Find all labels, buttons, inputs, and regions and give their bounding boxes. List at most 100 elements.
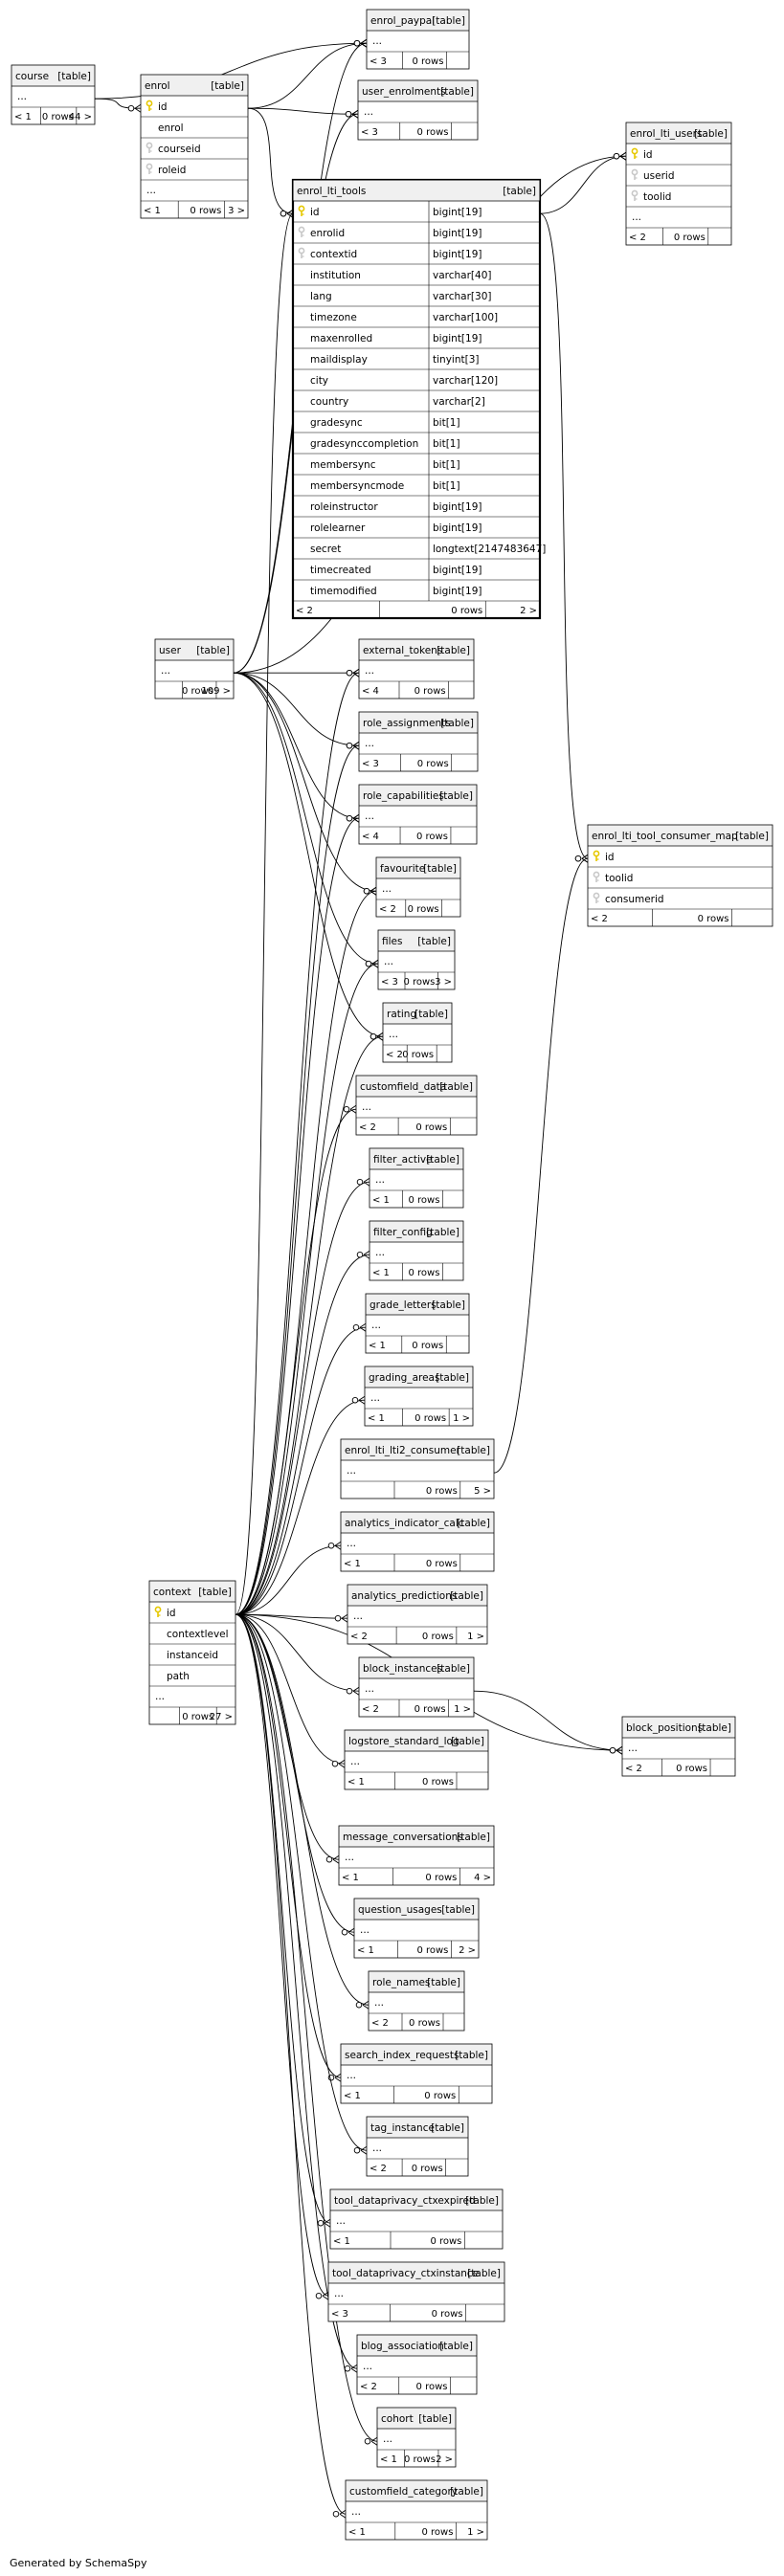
column-ellipsis: ... bbox=[17, 91, 27, 102]
table-tag: [table] bbox=[457, 1445, 490, 1456]
table-context[interactable]: context[table]idcontextlevelinstanceidpa… bbox=[148, 1580, 236, 1725]
table-title: grading_areas bbox=[369, 1372, 439, 1384]
stat-row-count: 0 rows bbox=[408, 904, 439, 915]
table-header-bg bbox=[345, 1730, 488, 1751]
column-ellipsis: ... bbox=[353, 1610, 363, 1622]
cardinality-marker bbox=[344, 2365, 351, 2372]
cardinality-marker bbox=[346, 814, 353, 822]
stat-row-count: 0 rows bbox=[402, 1050, 434, 1060]
table-header-bg bbox=[369, 1971, 464, 1992]
column-name: id bbox=[158, 101, 168, 113]
table-tag: [table] bbox=[457, 1832, 490, 1843]
stat-parents: < 2 bbox=[296, 606, 313, 616]
column-ellipsis: ... bbox=[365, 665, 374, 677]
column-ellipsis: ... bbox=[372, 35, 382, 47]
column-ellipsis: ... bbox=[334, 2288, 344, 2299]
relationship-context-to-logstore-standard-log bbox=[235, 1613, 346, 1765]
cardinality-marker bbox=[341, 1928, 348, 1936]
cardinality-marker bbox=[364, 2437, 371, 2445]
stat-row-count: 0 rows bbox=[430, 2236, 461, 2247]
table-tag: [table] bbox=[457, 1518, 490, 1529]
relationship-context-to-grade-letters bbox=[235, 1326, 367, 1615]
table-enrol-lti-tool-consumer-map[interactable]: enrol_lti_tool_consumer_map[table]idtool… bbox=[587, 824, 773, 927]
column-type: varchar[30] bbox=[433, 291, 491, 302]
table-tool-dataprivacy-ctxinstance[interactable]: tool_dataprivacy_ctxinstance[table]...< … bbox=[327, 2261, 505, 2322]
cardinality-marker bbox=[332, 2510, 340, 2518]
table-tag: [table] bbox=[417, 936, 451, 947]
table-enrol-lti-users[interactable]: enrol_lti_users[table]iduseridtoolid...<… bbox=[625, 122, 732, 246]
column-name: maildisplay bbox=[310, 354, 368, 366]
stat-children: 2 > bbox=[459, 1945, 476, 1956]
table-title: role_capabilities bbox=[363, 790, 444, 802]
table-header-bg bbox=[341, 1512, 494, 1533]
stat-row-count: 0 rows bbox=[414, 1704, 446, 1715]
relationship-user-to-role-assignments bbox=[233, 672, 360, 746]
relationship-context-to-customfield-data bbox=[235, 1108, 357, 1615]
table-header-bg bbox=[359, 712, 478, 733]
table-tag: [table] bbox=[437, 1663, 470, 1675]
cardinality-marker bbox=[613, 152, 620, 160]
table-title: tool_dataprivacy_ctxinstance bbox=[332, 2268, 479, 2279]
column-ellipsis: ... bbox=[389, 1029, 398, 1040]
table-header-bg bbox=[356, 1076, 477, 1097]
stat-children: 1 > bbox=[453, 1413, 470, 1424]
relationship-context-to-favourite bbox=[235, 890, 377, 1615]
table-tag: [table] bbox=[694, 128, 728, 140]
stat-children: 2 > bbox=[436, 2454, 453, 2465]
column-name: userid bbox=[643, 170, 674, 182]
stat-row-count: 0 rows bbox=[409, 2018, 440, 2029]
column-ellipsis: ... bbox=[347, 1538, 356, 1549]
stat-parents: < 1 bbox=[333, 2236, 350, 2247]
stat-parents: < 1 bbox=[369, 1341, 386, 1351]
table-tool-dataprivacy-ctxexpired[interactable]: tool_dataprivacy_ctxexpired[table]...< 1… bbox=[329, 2188, 504, 2250]
stat-row-count: 0 rows bbox=[408, 1195, 439, 1206]
table-title: customfield_category bbox=[349, 2486, 458, 2498]
cardinality-marker bbox=[353, 39, 361, 47]
table-header-bg bbox=[347, 1585, 487, 1606]
table-header-bg bbox=[370, 1221, 463, 1242]
relationship-enrol-to-enrol-paypal bbox=[247, 42, 368, 109]
column-name: id bbox=[167, 1608, 176, 1619]
cardinality-marker bbox=[353, 2146, 361, 2154]
table-header-bg bbox=[378, 930, 455, 951]
stat-row-count: 0 rows bbox=[424, 2091, 456, 2101]
primary-key-icon bbox=[631, 147, 638, 159]
stat-children: 2 > bbox=[520, 606, 537, 616]
table-title: enrol_lti_tools bbox=[297, 186, 366, 197]
relationship-context-to-tag-instance bbox=[235, 1613, 368, 2151]
stat-parents: < 3 bbox=[370, 56, 387, 67]
cardinality-marker bbox=[352, 1323, 360, 1331]
